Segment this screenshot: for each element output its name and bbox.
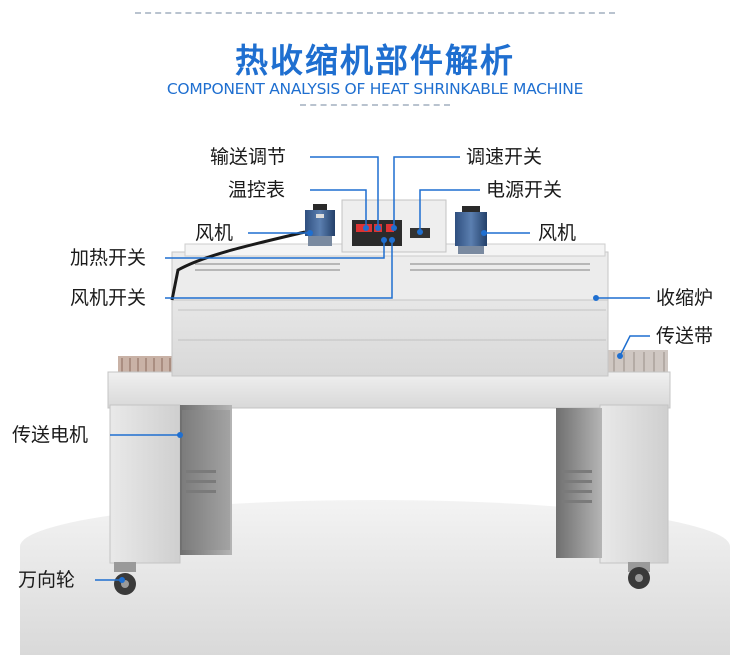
callout-line-power-switch [419,189,480,232]
caster-right [628,562,650,589]
label-speed-switch: 调速开关 [466,146,543,168]
label-fan-left: 风机 [195,222,234,244]
callout-line-temp-meter [310,189,367,228]
fan-right [455,206,487,254]
label-conveyor-belt: 传送带 [656,325,714,347]
label-conveyor-adjust: 输送调节 [210,146,287,168]
callout-line-conveyor-adjust [310,156,379,228]
label-shrink-oven: 收缩炉 [656,287,714,309]
power-cable [170,230,306,301]
shrink-oven-body [171,199,609,377]
top-divider [135,12,615,14]
subtitle-divider [300,104,450,106]
page-subtitle: COMPONENT ANALYSIS OF HEAT SHRINKABLE MA… [166,80,584,98]
label-power-switch: 电源开关 [486,179,563,201]
callout-line-heat-switch [165,240,385,259]
label-fan-right: 风机 [538,222,577,244]
machine-frame [107,371,671,564]
label-caster: 万向轮 [18,569,76,591]
callout-line-fan-switch [165,240,393,299]
label-fan-switch: 风机开关 [70,287,147,309]
callout-line-speed-switch [393,156,460,228]
callout-line-conveyor-belt [619,335,650,357]
label-heat-switch: 加热开关 [70,247,147,269]
label-temp-meter: 温控表 [228,179,286,201]
page-title: 热收缩机部件解析 [235,41,515,80]
label-conveyor-motor: 传送电机 [12,424,89,446]
